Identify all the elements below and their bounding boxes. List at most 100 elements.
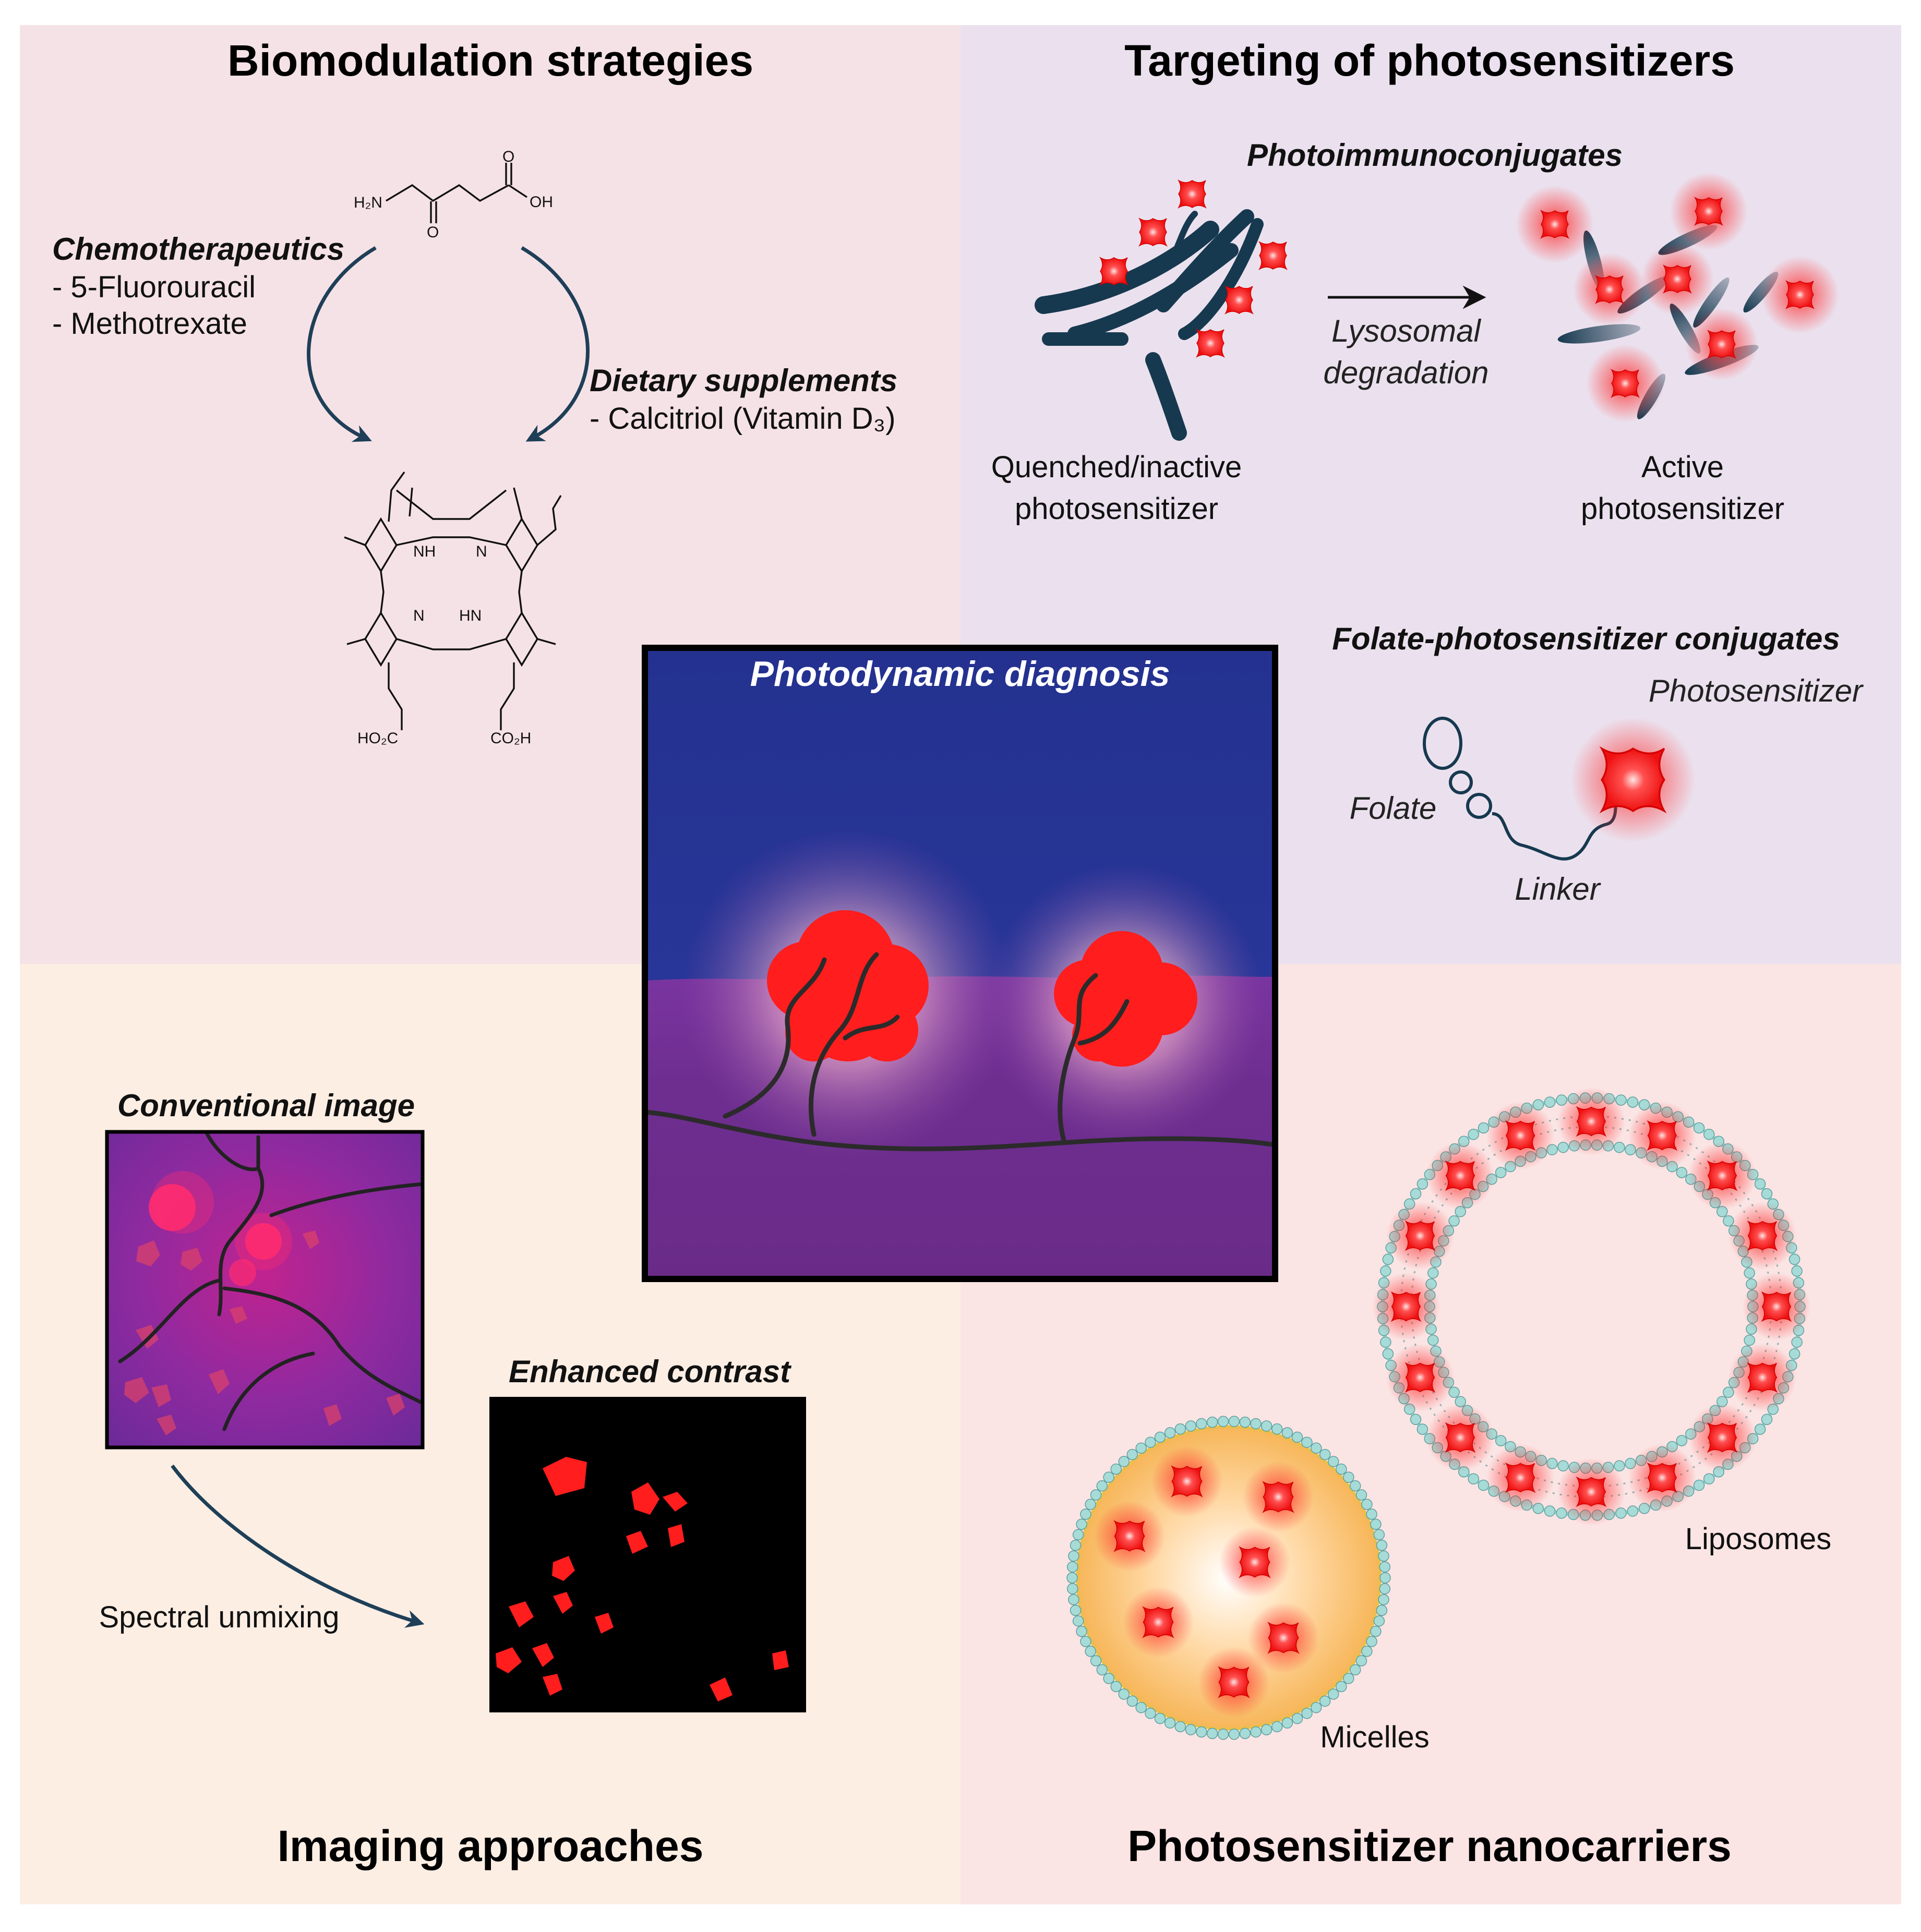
micelle-head bbox=[1217, 1729, 1229, 1740]
liposome-inner-head bbox=[1495, 1435, 1507, 1446]
enhanced-image bbox=[489, 1397, 806, 1712]
micelle-head bbox=[1217, 1416, 1229, 1427]
micelle-head bbox=[1196, 1726, 1207, 1738]
liposomes-label: Liposomes bbox=[1685, 1522, 1831, 1556]
micelle-head bbox=[1366, 1508, 1377, 1520]
micelle-head bbox=[1349, 1664, 1361, 1676]
micelle-head bbox=[1164, 1427, 1176, 1439]
liposome-outer-head bbox=[1544, 1505, 1556, 1517]
process-line-1: Lysosomal bbox=[1331, 313, 1481, 348]
micelle-head bbox=[1068, 1550, 1079, 1562]
liposome-outer-head bbox=[1788, 1348, 1800, 1360]
micelle-head bbox=[1327, 1456, 1339, 1467]
micelle-head bbox=[1174, 1721, 1186, 1733]
micelle-head bbox=[1366, 1636, 1377, 1647]
micelle-head bbox=[1070, 1604, 1082, 1616]
micelle-head bbox=[1103, 1673, 1114, 1684]
unmixing-arrow bbox=[171, 1464, 425, 1628]
conventional-image bbox=[105, 1130, 425, 1450]
micelle-head bbox=[1066, 1583, 1078, 1595]
chemo-title: Chemotherapeutics bbox=[52, 232, 344, 267]
micelle-head bbox=[1154, 1431, 1166, 1443]
micelle-head bbox=[1228, 1416, 1240, 1427]
micelle-head bbox=[1336, 1681, 1347, 1693]
liposome-fluorophore bbox=[1576, 1477, 1606, 1507]
liposome-inner-head bbox=[1557, 1141, 1569, 1153]
micelle-head bbox=[1185, 1724, 1197, 1735]
liposome-outer-head bbox=[1468, 1129, 1479, 1140]
liposome-fluorophore bbox=[1647, 1120, 1677, 1151]
active-fluorophores bbox=[1516, 172, 1839, 422]
liposome-inner-head bbox=[1427, 1267, 1439, 1279]
folate-conjugates-title: Folate-photosensitizer conjugates bbox=[1332, 621, 1840, 656]
liposome-outer-head bbox=[1754, 1178, 1766, 1190]
micelle-head bbox=[1271, 1721, 1283, 1733]
liposome-inner-head bbox=[1744, 1267, 1755, 1279]
diet-item-1: - Calcitriol (Vitamin D₃) bbox=[590, 402, 896, 436]
micelle-fluorophore bbox=[1268, 1622, 1299, 1653]
liposome-outer-head bbox=[1788, 1253, 1800, 1265]
micelle-head bbox=[1378, 1550, 1389, 1562]
antibody-inactive bbox=[1035, 209, 1264, 441]
liposome-fluorophore bbox=[1707, 1161, 1737, 1191]
active-line-1: Active bbox=[1641, 450, 1724, 484]
title-biomodulation: Biomodulation strategies bbox=[227, 36, 753, 85]
enhanced-title: Enhanced contrast bbox=[509, 1354, 792, 1389]
liposome-fluorophore bbox=[1445, 1161, 1475, 1191]
micelle-head bbox=[1239, 1416, 1251, 1428]
micelle-head bbox=[1271, 1423, 1283, 1435]
micelle-head bbox=[1076, 1625, 1087, 1637]
micelle-head bbox=[1085, 1646, 1096, 1657]
micelle-head bbox=[1090, 1655, 1102, 1667]
micelle-head bbox=[1260, 1420, 1272, 1432]
liposome-outer-head bbox=[1791, 1265, 1803, 1277]
micelle bbox=[1066, 1416, 1391, 1740]
diet-title: Dietary supplements bbox=[590, 363, 897, 398]
micelle-head bbox=[1327, 1688, 1339, 1700]
liposome-inner-head bbox=[1676, 1167, 1688, 1178]
liposome-inner-head bbox=[1427, 1334, 1439, 1346]
process-line-2: degradation bbox=[1324, 355, 1489, 390]
liposome-inner-head bbox=[1557, 1460, 1569, 1472]
liposome-fluorophore bbox=[1761, 1291, 1792, 1322]
ala-oh-label: OH bbox=[530, 194, 553, 211]
ppix-acid2-label: CO₂H bbox=[490, 730, 531, 747]
micelle-head bbox=[1070, 1539, 1082, 1551]
micelle-head bbox=[1373, 1615, 1385, 1627]
micelle-head bbox=[1072, 1529, 1084, 1541]
micelle-head bbox=[1343, 1471, 1354, 1483]
ppix-acid1-label: HO₂C bbox=[357, 730, 398, 747]
ppix-structure: NH N N HN HO₂C CO₂H bbox=[344, 472, 562, 747]
liposome-outer-head bbox=[1380, 1336, 1391, 1348]
micelles-label: Micelles bbox=[1320, 1720, 1430, 1754]
liposome-outer-head bbox=[1761, 1188, 1773, 1200]
liposome-outer-head bbox=[1416, 1178, 1428, 1190]
micelle-head bbox=[1239, 1728, 1251, 1740]
micelle-head bbox=[1076, 1518, 1087, 1530]
micelle-head bbox=[1291, 1712, 1303, 1724]
liposome-inner-head bbox=[1676, 1435, 1688, 1446]
micelle-head bbox=[1281, 1427, 1293, 1439]
micelle-head bbox=[1110, 1681, 1122, 1693]
inactive-line-1: Quenched/inactive bbox=[991, 450, 1242, 484]
micelle-head bbox=[1250, 1418, 1262, 1430]
micelle-head bbox=[1379, 1583, 1391, 1595]
micelle-head bbox=[1185, 1420, 1197, 1432]
micelle-head bbox=[1080, 1508, 1091, 1520]
arrow-chemo bbox=[307, 246, 377, 442]
micelle-head bbox=[1311, 1701, 1322, 1713]
micelle-head bbox=[1110, 1463, 1122, 1475]
center-panel: Photodynamic diagnosis bbox=[642, 645, 1278, 1282]
micelle-head bbox=[1072, 1615, 1084, 1627]
micelle-head bbox=[1080, 1636, 1091, 1647]
micelle-head bbox=[1301, 1436, 1313, 1448]
liposome-outer-head bbox=[1761, 1414, 1773, 1426]
active-line-2: photosensitizer bbox=[1581, 492, 1784, 526]
liposome-fluorophore bbox=[1445, 1422, 1475, 1453]
micelle-head bbox=[1206, 1728, 1218, 1740]
micelle-head bbox=[1196, 1418, 1207, 1430]
liposome-fluorophore bbox=[1506, 1120, 1535, 1151]
micelle-head bbox=[1319, 1448, 1331, 1460]
liposome-fluorophore bbox=[1576, 1106, 1606, 1137]
micelle-head bbox=[1370, 1518, 1382, 1530]
